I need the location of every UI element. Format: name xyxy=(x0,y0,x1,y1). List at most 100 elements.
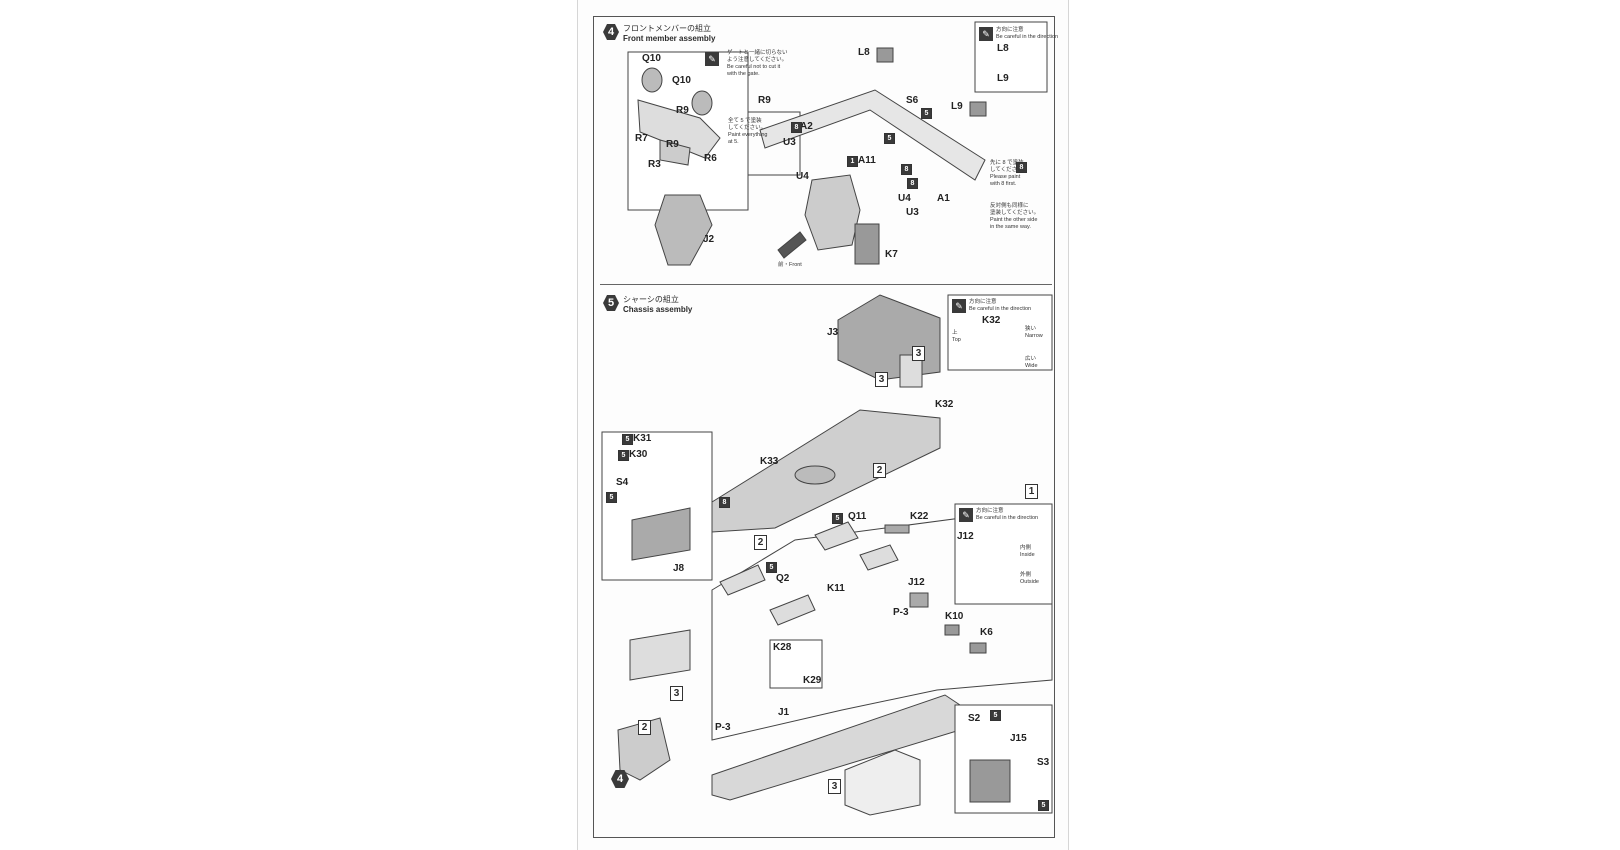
r7-arm xyxy=(637,99,721,159)
part-label-j2: J2 xyxy=(703,234,715,245)
paint-callout-5-q2: 5 xyxy=(766,562,777,573)
part-label-q10: Q10 xyxy=(642,53,661,64)
front-label: 前・Front xyxy=(778,262,802,268)
step4-number: 4 xyxy=(603,24,619,40)
step-ref-3: 3 xyxy=(875,372,888,387)
part-label-s4: S4 xyxy=(616,477,629,488)
q11-seat-a xyxy=(814,521,859,551)
part-label-k30: K30 xyxy=(629,449,648,460)
part-label-k32: K32 xyxy=(935,399,954,410)
l8-block xyxy=(876,47,894,63)
part-label-j1: J1 xyxy=(778,707,790,718)
first-paint-note: 先に 8 で塗装 してください。 Please paint with 8 fir… xyxy=(990,160,1029,187)
dir-label-l9: L9 xyxy=(997,73,1009,84)
part-label-q11: Q11 xyxy=(848,511,867,522)
part-label-j12: J12 xyxy=(908,577,925,588)
step5-header: 5 シャーシの組立 Chassis assembly xyxy=(603,295,692,315)
step-ref-3-d: 3 xyxy=(828,779,841,794)
dir-label-j12: J12 xyxy=(957,531,974,542)
l9-block xyxy=(969,101,987,117)
part-label-k7: K7 xyxy=(885,249,898,260)
part-label-u4-b: U4 xyxy=(898,193,911,204)
paint-callout-8-k33: 8 xyxy=(719,497,730,508)
paint-callout-5: 5 xyxy=(921,108,932,119)
step-divider xyxy=(600,284,1052,285)
k6-part xyxy=(969,642,987,654)
step-ref-2: 2 xyxy=(873,463,886,478)
part-label-r6: R6 xyxy=(704,153,717,164)
j8-block xyxy=(631,507,691,561)
outside-label: 外側 Outside xyxy=(1020,572,1039,585)
part-label-r9: R9 xyxy=(676,105,689,116)
paint-callout-8-d: 8 xyxy=(1016,162,1027,173)
direction-note-5b: 方向に注意 Be careful in the direction xyxy=(976,508,1039,521)
rear-box xyxy=(844,749,921,816)
part-label-r7: R7 xyxy=(635,133,648,144)
inside-label: 内側 Inside xyxy=(1020,545,1035,558)
part-label-l8: L8 xyxy=(858,47,870,58)
step-ref-2-b: 2 xyxy=(754,535,767,550)
part-label-j15: J15 xyxy=(1010,733,1027,744)
part-label-l9: L9 xyxy=(951,101,963,112)
j8-block-lower xyxy=(629,629,691,681)
part-label-r9-b: R9 xyxy=(666,139,679,150)
j3-cab xyxy=(837,294,941,381)
dir-label-k32: K32 xyxy=(982,315,1001,326)
part-label-p3-b: P-3 xyxy=(715,722,731,733)
part-label-p3: P-3 xyxy=(893,607,909,618)
paint-callout-5-k31: 5 xyxy=(622,434,633,445)
step4-header: 4 フロントメンバーの組立 Front member assembly xyxy=(603,24,715,44)
paint-callout-8-b: 8 xyxy=(901,164,912,175)
step4-title-en: Front member assembly xyxy=(623,34,716,43)
part-label-s2: S2 xyxy=(968,713,981,724)
paint-callout-5-b: 5 xyxy=(884,133,895,144)
paint-callout-8: 8 xyxy=(791,122,802,133)
j12-part xyxy=(909,592,929,608)
direction-pen-icon: ✎ xyxy=(979,27,993,41)
j2-assembly xyxy=(654,194,713,266)
part-label-a1: A1 xyxy=(937,193,950,204)
dir-label-l8: L8 xyxy=(997,43,1009,54)
step5-number: 5 xyxy=(603,295,619,311)
part-label-q10-b: Q10 xyxy=(672,75,691,86)
part-label-r9-c: R9 xyxy=(758,95,771,106)
gate-note: ゲートと一緒に切らない よう注意してください。 Be careful not t… xyxy=(727,50,788,77)
front-arrow xyxy=(777,231,807,259)
other-side-note: 反対側も同様に 塗装してください。 Paint the other side i… xyxy=(990,203,1040,230)
part-label-a2: A2 xyxy=(800,121,813,132)
paint-callout-5-k30: 5 xyxy=(618,450,629,461)
k32-glass xyxy=(899,354,923,388)
paint-callout-5-s4: 5 xyxy=(606,492,617,503)
direction-pen-icon-5: ✎ xyxy=(952,299,966,313)
part-label-k31: K31 xyxy=(633,433,652,444)
top-label: 上 Top xyxy=(952,330,961,343)
part-label-k33: K33 xyxy=(760,456,779,467)
part-label-k28: K28 xyxy=(773,642,792,653)
q2-seat-b xyxy=(769,594,816,626)
q11-seat-b xyxy=(859,544,899,571)
q10-gear-b xyxy=(691,90,713,116)
step-ref-3-c: 3 xyxy=(670,686,683,701)
wide-label: 広い Wide xyxy=(1025,356,1038,369)
part-label-u4: U4 xyxy=(796,171,809,182)
part-label-j3: J3 xyxy=(827,327,839,338)
part-label-a11: A11 xyxy=(858,155,876,166)
part-label-s6: S6 xyxy=(906,95,919,106)
step5-title-jp: シャーシの組立 xyxy=(623,295,679,304)
paint-callout-5-s2: 5 xyxy=(990,710,1001,721)
part-label-j8: J8 xyxy=(673,563,685,574)
page-frame xyxy=(593,16,1055,838)
front-member-beam xyxy=(759,89,986,181)
q10-gear xyxy=(641,67,663,93)
k22-part xyxy=(884,524,910,534)
paint-note-jp: 全て 5 で塗装 してください。 xyxy=(728,118,767,131)
k28-k29-box xyxy=(769,639,823,689)
paint-callout-5-s3: 5 xyxy=(1038,800,1049,811)
k10-part xyxy=(944,624,960,636)
pen-icon: ✎ xyxy=(705,52,719,66)
j15-block xyxy=(969,759,1011,803)
direction-pen-icon-5b: ✎ xyxy=(959,508,973,522)
k7-panel xyxy=(854,223,880,265)
part-label-s3: S3 xyxy=(1037,757,1050,768)
part-label-u3-b: U3 xyxy=(906,207,919,218)
